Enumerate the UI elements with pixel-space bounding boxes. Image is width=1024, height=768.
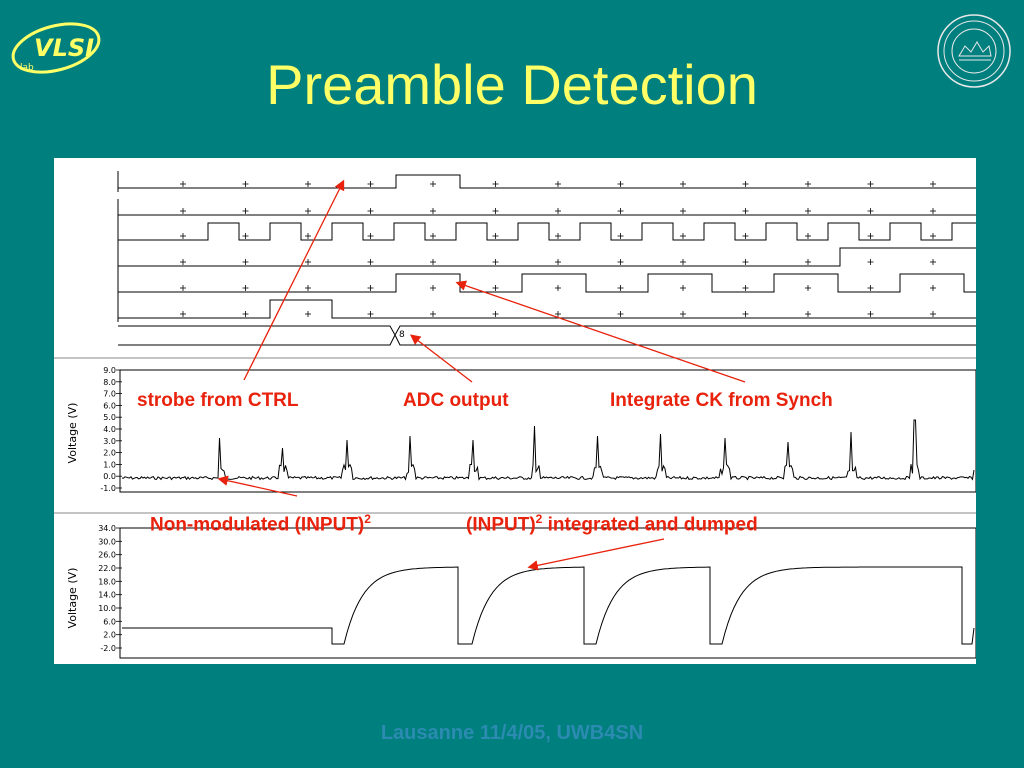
integrate-ck-annotation: Integrate CK from Synch xyxy=(610,390,833,411)
slide-footer: Lausanne 11/4/05, UWB4SN xyxy=(380,722,644,744)
plot2-tick-label: 26.0 xyxy=(98,551,116,560)
plot1-tick-label: 6.0 xyxy=(103,401,116,410)
plot1-tick-label: 4.0 xyxy=(103,425,116,434)
strobe-annotation: strobe from CTRL xyxy=(137,390,299,411)
non-modulated-annotation: Non-modulated (INPUT)2 xyxy=(150,507,371,537)
plot2-tick-label: 14.0 xyxy=(98,591,116,600)
bus-value-label: 8 xyxy=(399,330,405,340)
integrate-ck-arrow xyxy=(455,280,746,383)
plot2-trace xyxy=(122,566,975,645)
digital-traces xyxy=(117,171,1024,322)
slide-title: Preamble Detection xyxy=(266,53,758,116)
logo-lab-text: lab xyxy=(20,63,34,73)
university-seal-logo xyxy=(937,14,1011,88)
plot1-tick-label: 7.0 xyxy=(103,390,116,399)
plot1-ylabel: Voltage (V) xyxy=(66,403,79,464)
plot2-tick-label: 34.0 xyxy=(98,524,116,533)
adc-annotation: ADC output xyxy=(403,390,509,411)
plot2-tick-label: -2.0 xyxy=(100,644,116,653)
vlsi-lab-logo: VLSI lab xyxy=(11,22,101,74)
plot2-tick-label: 6.0 xyxy=(103,617,116,626)
plot2-tick-label: 2.0 xyxy=(103,631,116,640)
non-modulated-text: Non-modulated (INPUT) xyxy=(150,514,365,536)
plot1-tick-label: 2.0 xyxy=(103,449,116,458)
plot1-tick-label: 1.0 xyxy=(103,460,116,469)
plot1-tick-label: 9.0 xyxy=(103,366,116,375)
waveform-display: 8 Voltage (V) 9.0 8.0 7.0 6.0 5.0 4.0 3.0 2.0 1.… xyxy=(54,171,1024,659)
non-modulated-superscript: 2 xyxy=(364,512,371,526)
non-modulated-arrow xyxy=(217,475,298,497)
plot2-tick-label: 10.0 xyxy=(98,604,116,613)
waveform-panel: 8 Voltage (V) 9.0 8.0 7.0 6.0 5.0 4.0 3.0 2.0 1.… xyxy=(54,158,1024,664)
plot2-ylabel: Voltage (V) xyxy=(66,568,79,629)
plot1-tick-label: -1.0 xyxy=(100,484,116,493)
logo-vlsi-text: VLSI xyxy=(34,34,94,62)
digital-trace-6 xyxy=(118,299,976,319)
plot1-tick-label: 8.0 xyxy=(103,378,116,387)
bus-trace: 8 xyxy=(118,325,976,346)
plot2-tick-label: 22.0 xyxy=(98,564,116,573)
digital-trace-1 xyxy=(118,174,976,189)
plot1-trace xyxy=(121,419,975,481)
digital-trace-4 xyxy=(118,247,976,267)
plot1-tick-label: 3.0 xyxy=(103,437,116,446)
integrated-suffix: integrated and dumped xyxy=(542,514,758,536)
plot2-tick-label: 30.0 xyxy=(98,537,116,546)
adc-arrow xyxy=(409,334,473,383)
plot1-tick-label: 0.0 xyxy=(103,472,116,481)
digital-trace-3 xyxy=(118,222,1015,241)
plot2-tick-label: 18.0 xyxy=(98,577,116,586)
integrated-arrow xyxy=(527,538,665,571)
integrated-superscript: 2 xyxy=(535,512,543,526)
strobe-arrow xyxy=(243,179,345,381)
plot1-tick-label: 5.0 xyxy=(103,413,116,422)
integrated-annotation: (INPUT)2 integrated and dumped xyxy=(466,507,758,537)
integrated-prefix: (INPUT) xyxy=(466,514,536,536)
